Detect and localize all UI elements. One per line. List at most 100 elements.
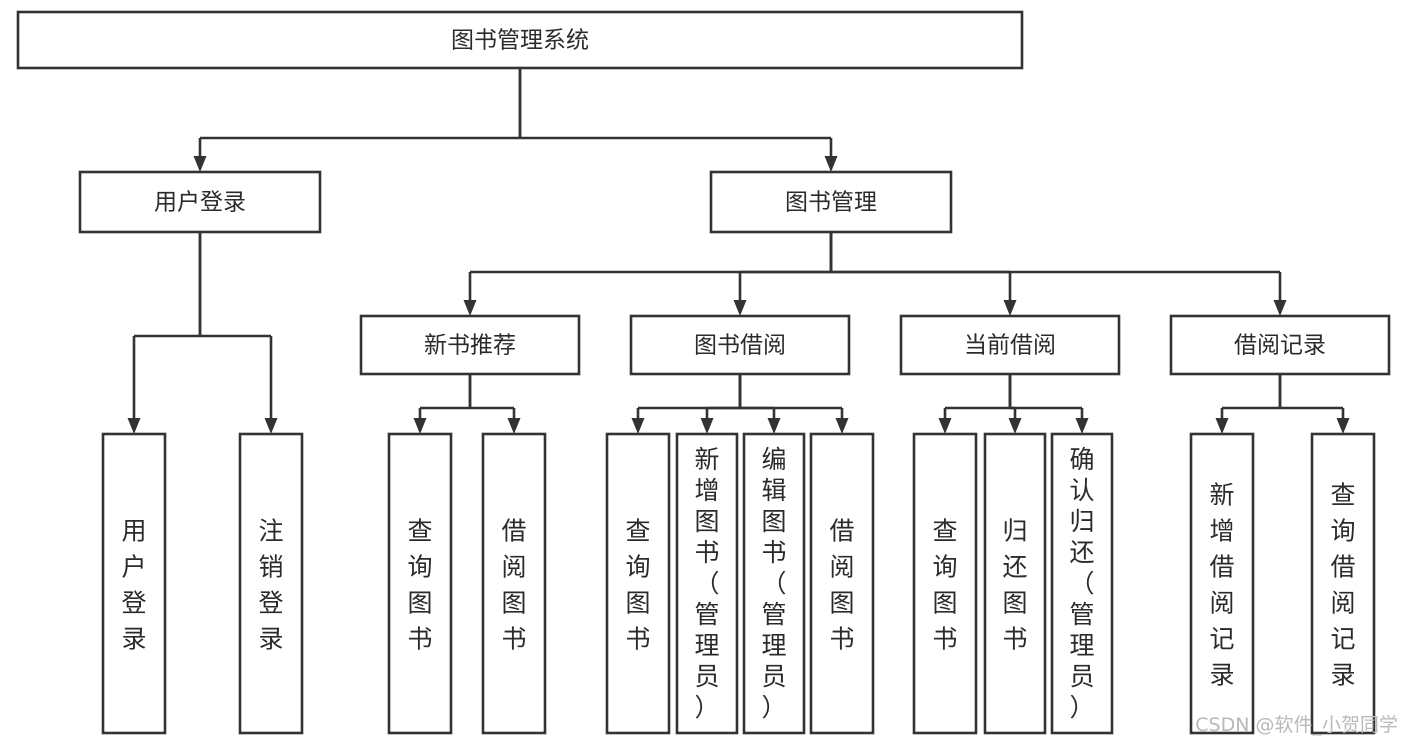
connector-current-borrow-to-leaf-confirm-return xyxy=(1008,374,1089,434)
node-borrow-records[interactable]: 借阅记录 xyxy=(1169,314,1391,376)
node-layer: 图书管理系统用户登录图书管理新书推荐图书借阅当前借阅借阅记录用户登录注销登录查询… xyxy=(16,10,1391,735)
node-box-current-borrow[interactable] xyxy=(899,314,1121,376)
arrow-head-icon xyxy=(413,418,427,434)
node-label-leaf-confirm-return: 确认归还（管理员） xyxy=(1069,445,1094,722)
node-box-leaf-confirm-return[interactable] xyxy=(1050,432,1114,735)
node-box-leaf-borrow-book[interactable] xyxy=(809,432,875,735)
node-leaf-query-book-borrow[interactable]: 查询图书 xyxy=(605,432,671,735)
arrow-head-icon xyxy=(264,418,278,434)
arrow-head-icon xyxy=(733,300,747,316)
node-box-root[interactable] xyxy=(16,10,1024,70)
node-box-user-login[interactable] xyxy=(78,170,322,234)
node-user-login[interactable]: 用户登录 xyxy=(78,170,322,234)
connector-book-manage-to-book-borrow xyxy=(733,232,833,316)
connector-book-manage-to-new-book-recommend xyxy=(463,232,833,316)
node-root[interactable]: 图书管理系统 xyxy=(16,10,1024,70)
arrow-head-icon xyxy=(700,418,714,434)
node-label-leaf-user-login: 用户登录 xyxy=(121,517,146,654)
node-box-leaf-borrow-book-rec[interactable] xyxy=(481,432,547,735)
node-box-leaf-add-book[interactable] xyxy=(675,432,739,735)
node-label-leaf-borrow-book: 借阅图书 xyxy=(829,517,854,654)
node-leaf-user-login[interactable]: 用户登录 xyxy=(101,432,167,735)
node-box-leaf-query-book-rec[interactable] xyxy=(387,432,453,735)
node-leaf-return-book[interactable]: 归还图书 xyxy=(983,432,1047,735)
connector-borrow-records-to-leaf-add-borrow-record xyxy=(1215,374,1282,434)
node-leaf-edit-book[interactable]: 编辑图书（管理员） xyxy=(742,432,806,735)
node-book-manage[interactable]: 图书管理 xyxy=(709,170,953,234)
node-leaf-user-logout[interactable]: 注销登录 xyxy=(238,432,304,735)
node-label-leaf-query-book-rec: 查询图书 xyxy=(407,517,432,654)
connector-new-book-recommend-to-leaf-query-book-rec xyxy=(413,374,472,434)
node-label-leaf-return-book: 归还图书 xyxy=(1002,517,1027,654)
node-book-borrow[interactable]: 图书借阅 xyxy=(629,314,851,376)
arrow-head-icon xyxy=(193,156,207,172)
node-label-leaf-user-logout: 注销登录 xyxy=(258,517,283,654)
node-leaf-borrow-book-rec[interactable]: 借阅图书 xyxy=(481,432,547,735)
arrow-head-icon xyxy=(127,418,141,434)
node-box-leaf-query-book-borrow[interactable] xyxy=(605,432,671,735)
arrow-head-icon xyxy=(938,418,952,434)
node-label-leaf-query-book-borrow: 查询图书 xyxy=(625,517,650,654)
arrow-head-icon xyxy=(835,418,849,434)
connector-new-book-recommend-to-leaf-borrow-book-rec xyxy=(468,374,521,434)
connector-root-to-user-login xyxy=(193,68,522,172)
node-label-leaf-edit-book: 编辑图书（管理员） xyxy=(761,445,786,722)
arrow-head-icon xyxy=(1336,418,1350,434)
node-leaf-query-borrow-record[interactable]: 查询借阅记录 xyxy=(1310,432,1376,735)
node-box-new-book-recommend[interactable] xyxy=(359,314,581,376)
connector-book-borrow-to-leaf-edit-book xyxy=(738,374,781,434)
connector-layer xyxy=(127,68,1350,434)
node-label-leaf-add-book: 新增图书（管理员） xyxy=(694,445,719,722)
node-leaf-query-book-current[interactable]: 查询图书 xyxy=(912,432,978,735)
node-box-book-borrow[interactable] xyxy=(629,314,851,376)
node-label-new-book-recommend: 新书推荐 xyxy=(424,333,516,359)
connector-book-borrow-to-leaf-add-book xyxy=(700,374,742,434)
arrow-head-icon xyxy=(1008,418,1022,434)
node-box-leaf-user-login[interactable] xyxy=(101,432,167,735)
node-label-leaf-add-borrow-record: 新增借阅记录 xyxy=(1209,481,1234,690)
node-label-leaf-query-book-current: 查询图书 xyxy=(932,517,957,654)
arrow-head-icon xyxy=(824,156,838,172)
arrow-head-icon xyxy=(767,418,781,434)
node-box-leaf-query-book-current[interactable] xyxy=(912,432,978,735)
node-label-root: 图书管理系统 xyxy=(451,28,589,54)
node-label-user-login: 用户登录 xyxy=(154,190,246,216)
csdn-watermark: CSDN @软件_小贺同学 xyxy=(1195,714,1398,736)
node-box-borrow-records[interactable] xyxy=(1169,314,1391,376)
node-leaf-confirm-return[interactable]: 确认归还（管理员） xyxy=(1050,432,1114,735)
node-box-leaf-add-borrow-record[interactable] xyxy=(1189,432,1255,735)
node-leaf-add-book[interactable]: 新增图书（管理员） xyxy=(675,432,739,735)
node-new-book-recommend[interactable]: 新书推荐 xyxy=(359,314,581,376)
node-label-leaf-borrow-book-rec: 借阅图书 xyxy=(501,517,526,654)
arrow-head-icon xyxy=(631,418,645,434)
arrow-head-icon xyxy=(1273,300,1287,316)
node-current-borrow[interactable]: 当前借阅 xyxy=(899,314,1121,376)
node-box-leaf-query-borrow-record[interactable] xyxy=(1310,432,1376,735)
node-leaf-add-borrow-record[interactable]: 新增借阅记录 xyxy=(1189,432,1255,735)
node-label-book-manage: 图书管理 xyxy=(785,190,877,216)
node-box-leaf-return-book[interactable] xyxy=(983,432,1047,735)
connector-user-login-to-leaf-user-logout xyxy=(198,232,278,434)
node-label-leaf-query-borrow-record: 查询借阅记录 xyxy=(1330,481,1355,690)
node-label-borrow-records: 借阅记录 xyxy=(1234,333,1326,359)
node-box-book-manage[interactable] xyxy=(709,170,953,234)
connector-book-borrow-to-leaf-borrow-book xyxy=(738,374,849,434)
connector-book-borrow-to-leaf-query-book-borrow xyxy=(631,374,742,434)
connector-book-manage-to-current-borrow xyxy=(829,232,1017,316)
connector-root-to-book-manage xyxy=(518,68,838,172)
connector-user-login-to-leaf-user-login xyxy=(127,232,202,434)
connector-book-manage-to-borrow-records xyxy=(829,232,1287,316)
arrow-head-icon xyxy=(1003,300,1017,316)
connector-current-borrow-to-leaf-query-book-current xyxy=(938,374,1012,434)
node-box-leaf-edit-book[interactable] xyxy=(742,432,806,735)
node-box-leaf-user-logout[interactable] xyxy=(238,432,304,735)
arrow-head-icon xyxy=(463,300,477,316)
arrow-head-icon xyxy=(507,418,521,434)
node-leaf-borrow-book[interactable]: 借阅图书 xyxy=(809,432,875,735)
node-label-book-borrow: 图书借阅 xyxy=(694,333,786,359)
node-leaf-query-book-rec[interactable]: 查询图书 xyxy=(387,432,453,735)
connector-borrow-records-to-leaf-query-borrow-record xyxy=(1278,374,1350,434)
arrow-head-icon xyxy=(1215,418,1229,434)
